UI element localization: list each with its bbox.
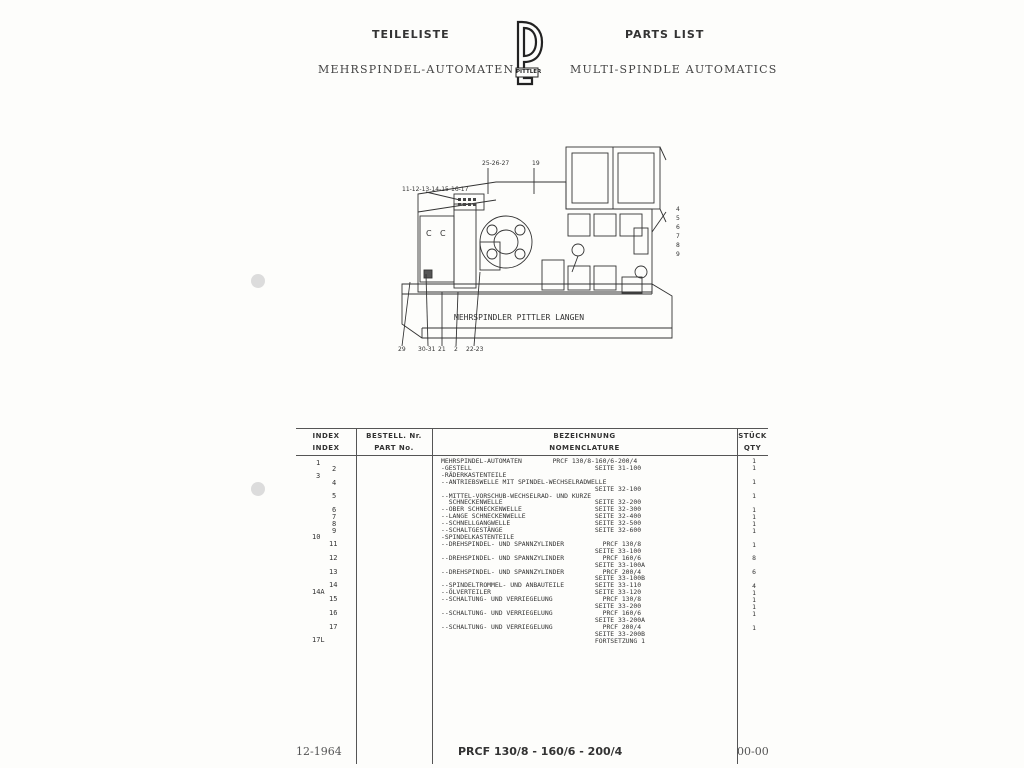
qty-15: 1 — [752, 596, 756, 604]
index-3: 3 — [316, 472, 321, 480]
callout-bottom-29: 29 — [398, 346, 406, 353]
qty-2: 1 — [752, 464, 756, 472]
header-name-de: BEZEICHNUNG — [553, 432, 616, 440]
qty-17: 1 — [752, 610, 756, 618]
qty-5: 1 — [752, 492, 756, 500]
qty-13: 6 — [752, 568, 756, 576]
index-13: 13 — [329, 568, 338, 576]
index-16: 16 — [329, 609, 338, 617]
callout-left: 11-12-13-14-15-16-17 — [402, 186, 469, 193]
punch-hole-top — [251, 274, 265, 288]
index-10: 10 — [312, 533, 321, 541]
callout-bottom-21: 21 — [438, 346, 446, 353]
qty-6: 1 — [752, 506, 756, 514]
index-1: 1 — [316, 459, 321, 467]
index-17l: 17L — [312, 636, 325, 644]
callout-top-1: 25-26-27 — [482, 160, 510, 167]
pittler-logo: PITTLER — [508, 18, 544, 90]
punch-hole-bottom — [251, 482, 265, 496]
qty-7: 1 — [752, 513, 756, 521]
index-12: 12 — [329, 554, 338, 562]
callout-bottom-2: 2 — [454, 346, 458, 353]
header-right-title: PARTS LIST — [625, 28, 705, 41]
qty-16: 1 — [752, 603, 756, 611]
index-5: 5 — [332, 492, 337, 500]
header-part-de: BESTELL. Nr. — [366, 432, 422, 440]
col-divider-1 — [356, 429, 357, 764]
header-part-en: PART No. — [374, 444, 414, 452]
index-11: 11 — [329, 540, 338, 548]
callout-bottom-30-31: 30-31 — [418, 346, 436, 353]
footer-page: 00-00 — [737, 745, 769, 758]
index-7: 7 — [332, 513, 337, 521]
index-6: 6 — [332, 506, 337, 514]
parts-table: INDEX INDEX BESTELL. Nr. PART No. BEZEIC… — [296, 428, 768, 764]
qty-17b: 1 — [752, 624, 756, 632]
qty-11: 1 — [752, 541, 756, 549]
footer-model: PRCF 130/8 - 160/6 - 200/4 — [458, 745, 623, 758]
nameplate-text: MEHRSPINDLER PITTLER LANGEN — [454, 313, 584, 322]
col-divider-3 — [737, 429, 738, 764]
header-index-de: INDEX — [312, 432, 340, 440]
machine-drawing: C C — [396, 142, 686, 370]
footer-date: 12-1964 — [296, 745, 342, 758]
index-15: 15 — [329, 595, 338, 603]
callout-right-4: 4 — [676, 206, 680, 213]
index-4: 4 — [332, 479, 337, 487]
svg-text:C: C — [426, 229, 432, 238]
callout-right-9: 9 — [676, 251, 680, 258]
nomenclature-list: MEHRSPINDEL-AUTOMATEN PRCF 130/8-160/6-2… — [441, 457, 645, 645]
pittler-logo-text: PITTLER — [516, 69, 542, 75]
callout-right-5: 5 — [676, 215, 680, 222]
callout-right-8: 8 — [676, 242, 680, 249]
qty-9: 1 — [752, 527, 756, 535]
callout-right-7: 7 — [676, 233, 680, 240]
index-14: 14 — [329, 581, 338, 589]
qty-1: 1 — [752, 457, 756, 465]
index-17: 17 — [329, 623, 338, 631]
qty-14a: 1 — [752, 589, 756, 597]
qty-14: 4 — [752, 582, 756, 590]
qty-12: 8 — [752, 554, 756, 562]
qty-4: 1 — [752, 478, 756, 486]
index-14a: 14A — [312, 588, 325, 596]
index-9: 9 — [332, 527, 337, 535]
header-right-subtitle: MULTI-SPINDLE AUTOMATICS — [570, 63, 778, 76]
callout-right-6: 6 — [676, 224, 680, 231]
index-8: 8 — [332, 520, 337, 528]
header-left-title: TEILELISTE — [372, 28, 450, 41]
header-name-en: NOMENCLATURE — [549, 444, 620, 452]
header-left-subtitle: MEHRSPINDEL-AUTOMATEN — [318, 63, 515, 76]
callout-bottom-22-23: 22-23 — [466, 346, 484, 353]
col-divider-2 — [432, 429, 433, 764]
header-qty-de: STÜCK — [738, 432, 767, 440]
callout-top-2: 19 — [532, 160, 540, 167]
svg-text:C: C — [440, 229, 446, 238]
qty-8: 1 — [752, 520, 756, 528]
index-2: 2 — [332, 465, 337, 473]
header-index-en: INDEX — [312, 444, 340, 452]
header-qty-en: QTY — [743, 444, 762, 452]
header-divider — [296, 455, 768, 456]
